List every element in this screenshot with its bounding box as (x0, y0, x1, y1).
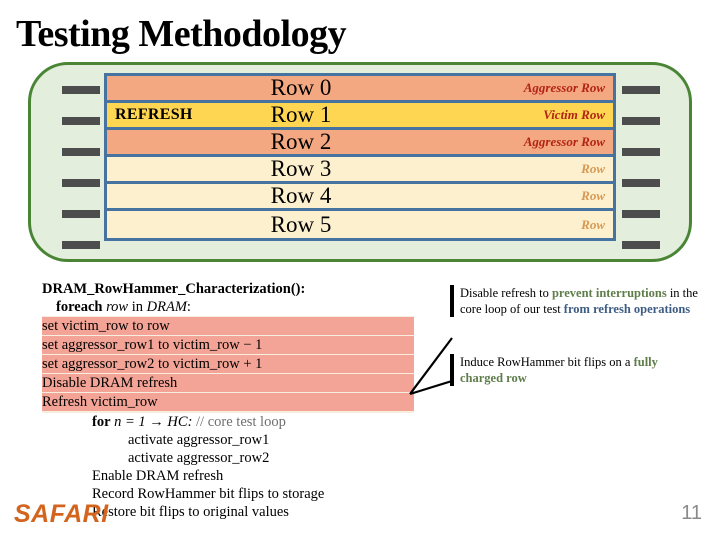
wordline-stub-right-4 (622, 210, 660, 218)
wordline-stub-left-0 (62, 86, 100, 94)
code-line-highlighted: set victim_row to row (42, 317, 414, 335)
page-number: 11 (681, 502, 702, 524)
page-title: Testing Methodology (16, 13, 347, 55)
dram-row[interactable]: Row 0 Aggressor Row (107, 75, 613, 103)
callout-text-accent-blue: from refresh operations (563, 302, 691, 316)
dram-row-tag: Row (581, 216, 605, 232)
code-line-highlighted: Refresh victim_row (42, 393, 414, 411)
callout-disable-refresh: Disable refresh to prevent interruptions… (450, 285, 702, 317)
pseudocode-block: DRAM_RowHammer_Characterization(): forea… (42, 280, 414, 521)
foreach-in: in (128, 299, 147, 315)
dram-row[interactable]: Row 4 Row (107, 183, 613, 211)
for-comment: // core test loop (196, 414, 286, 430)
dram-row[interactable]: Row 2 Aggressor Row (107, 129, 613, 157)
dram-row-tag: Row (581, 188, 605, 203)
safari-logo: SAFARI (14, 500, 109, 528)
wordline-stub-left-3 (62, 179, 100, 187)
wordline-stub-right-0 (622, 86, 660, 94)
wordline-stub-right-1 (622, 117, 660, 125)
code-line-foreach: foreach row in DRAM: (42, 298, 414, 316)
code-line-highlighted: Disable DRAM refresh (42, 374, 414, 392)
dram-row-tag: Row (581, 161, 605, 176)
code-line-highlighted: set aggressor_row2 to victim_row + 1 (42, 355, 414, 373)
connector-line-charge (409, 379, 453, 396)
code-line-header: DRAM_RowHammer_Characterization(): (42, 281, 306, 297)
code-line-highlighted: set aggressor_row1 to victim_row − 1 (42, 336, 414, 354)
for-expression: n = 1 → HC: (114, 414, 193, 430)
code-line-body: activate aggressor_row1 (128, 432, 270, 448)
wordline-stub-left-1 (62, 117, 100, 125)
code-line-tail: Restore bit flips to original values (92, 504, 289, 520)
refresh-label: REFRESH (115, 106, 193, 123)
wordline-stub-left-4 (62, 210, 100, 218)
code-line-tail: Record RowHammer bit flips to storage (92, 486, 325, 502)
foreach-keyword: foreach (56, 299, 103, 315)
dram-row-tag: Aggressor Row (523, 80, 605, 95)
wordline-stub-left-2 (62, 148, 100, 156)
callout-text-plain: Disable refresh to (460, 286, 552, 300)
dram-row-name: Row 1 (270, 102, 332, 127)
disabled-refresh-highlight-group: set victim_row to row set aggressor_row1… (42, 316, 414, 413)
dram-row-table: Row 0 Aggressor Row REFRESH Row 1 Victim… (104, 73, 616, 241)
dram-row-tag: Aggressor Row (523, 134, 605, 149)
code-line-body: activate aggressor_row2 (128, 450, 270, 466)
callout-text-accent-green: prevent interruptions (551, 286, 667, 300)
callout-text-accent-green: fully charged row (460, 355, 658, 385)
foreach-variable: row (106, 299, 129, 315)
for-keyword: for (92, 414, 111, 430)
foreach-source: DRAM (146, 299, 187, 315)
foreach-colon: : (186, 299, 191, 315)
dram-row[interactable]: Row 5 Row (107, 211, 613, 238)
callout-text-plain: Induce RowHammer bit flips on a (460, 355, 634, 369)
dram-row-name: Row 4 (270, 183, 332, 208)
callout-fully-charged-row: Induce RowHammer bit flips on a fully ch… (450, 354, 702, 386)
wordline-stub-right-2 (622, 148, 660, 156)
code-line-for: for n = 1 → HC: // core test loop (42, 413, 414, 431)
dram-row-tag: Victim Row (543, 107, 605, 122)
wordline-stub-right-5 (622, 241, 660, 249)
wordline-stub-left-5 (62, 241, 100, 249)
code-line-tail: Enable DRAM refresh (92, 468, 224, 484)
dram-row[interactable]: Row 3 Row (107, 156, 613, 184)
dram-row[interactable]: REFRESH Row 1 Victim Row (107, 102, 613, 130)
dram-row-name: Row 2 (270, 129, 332, 154)
dram-row-name: Row 3 (270, 156, 332, 181)
callout-text-plain: in the core loop of our test (460, 286, 698, 316)
connector-line-refresh (409, 337, 453, 395)
dram-row-name: Row 5 (270, 211, 332, 237)
wordline-stub-right-3 (622, 179, 660, 187)
dram-row-name: Row 0 (270, 75, 332, 100)
